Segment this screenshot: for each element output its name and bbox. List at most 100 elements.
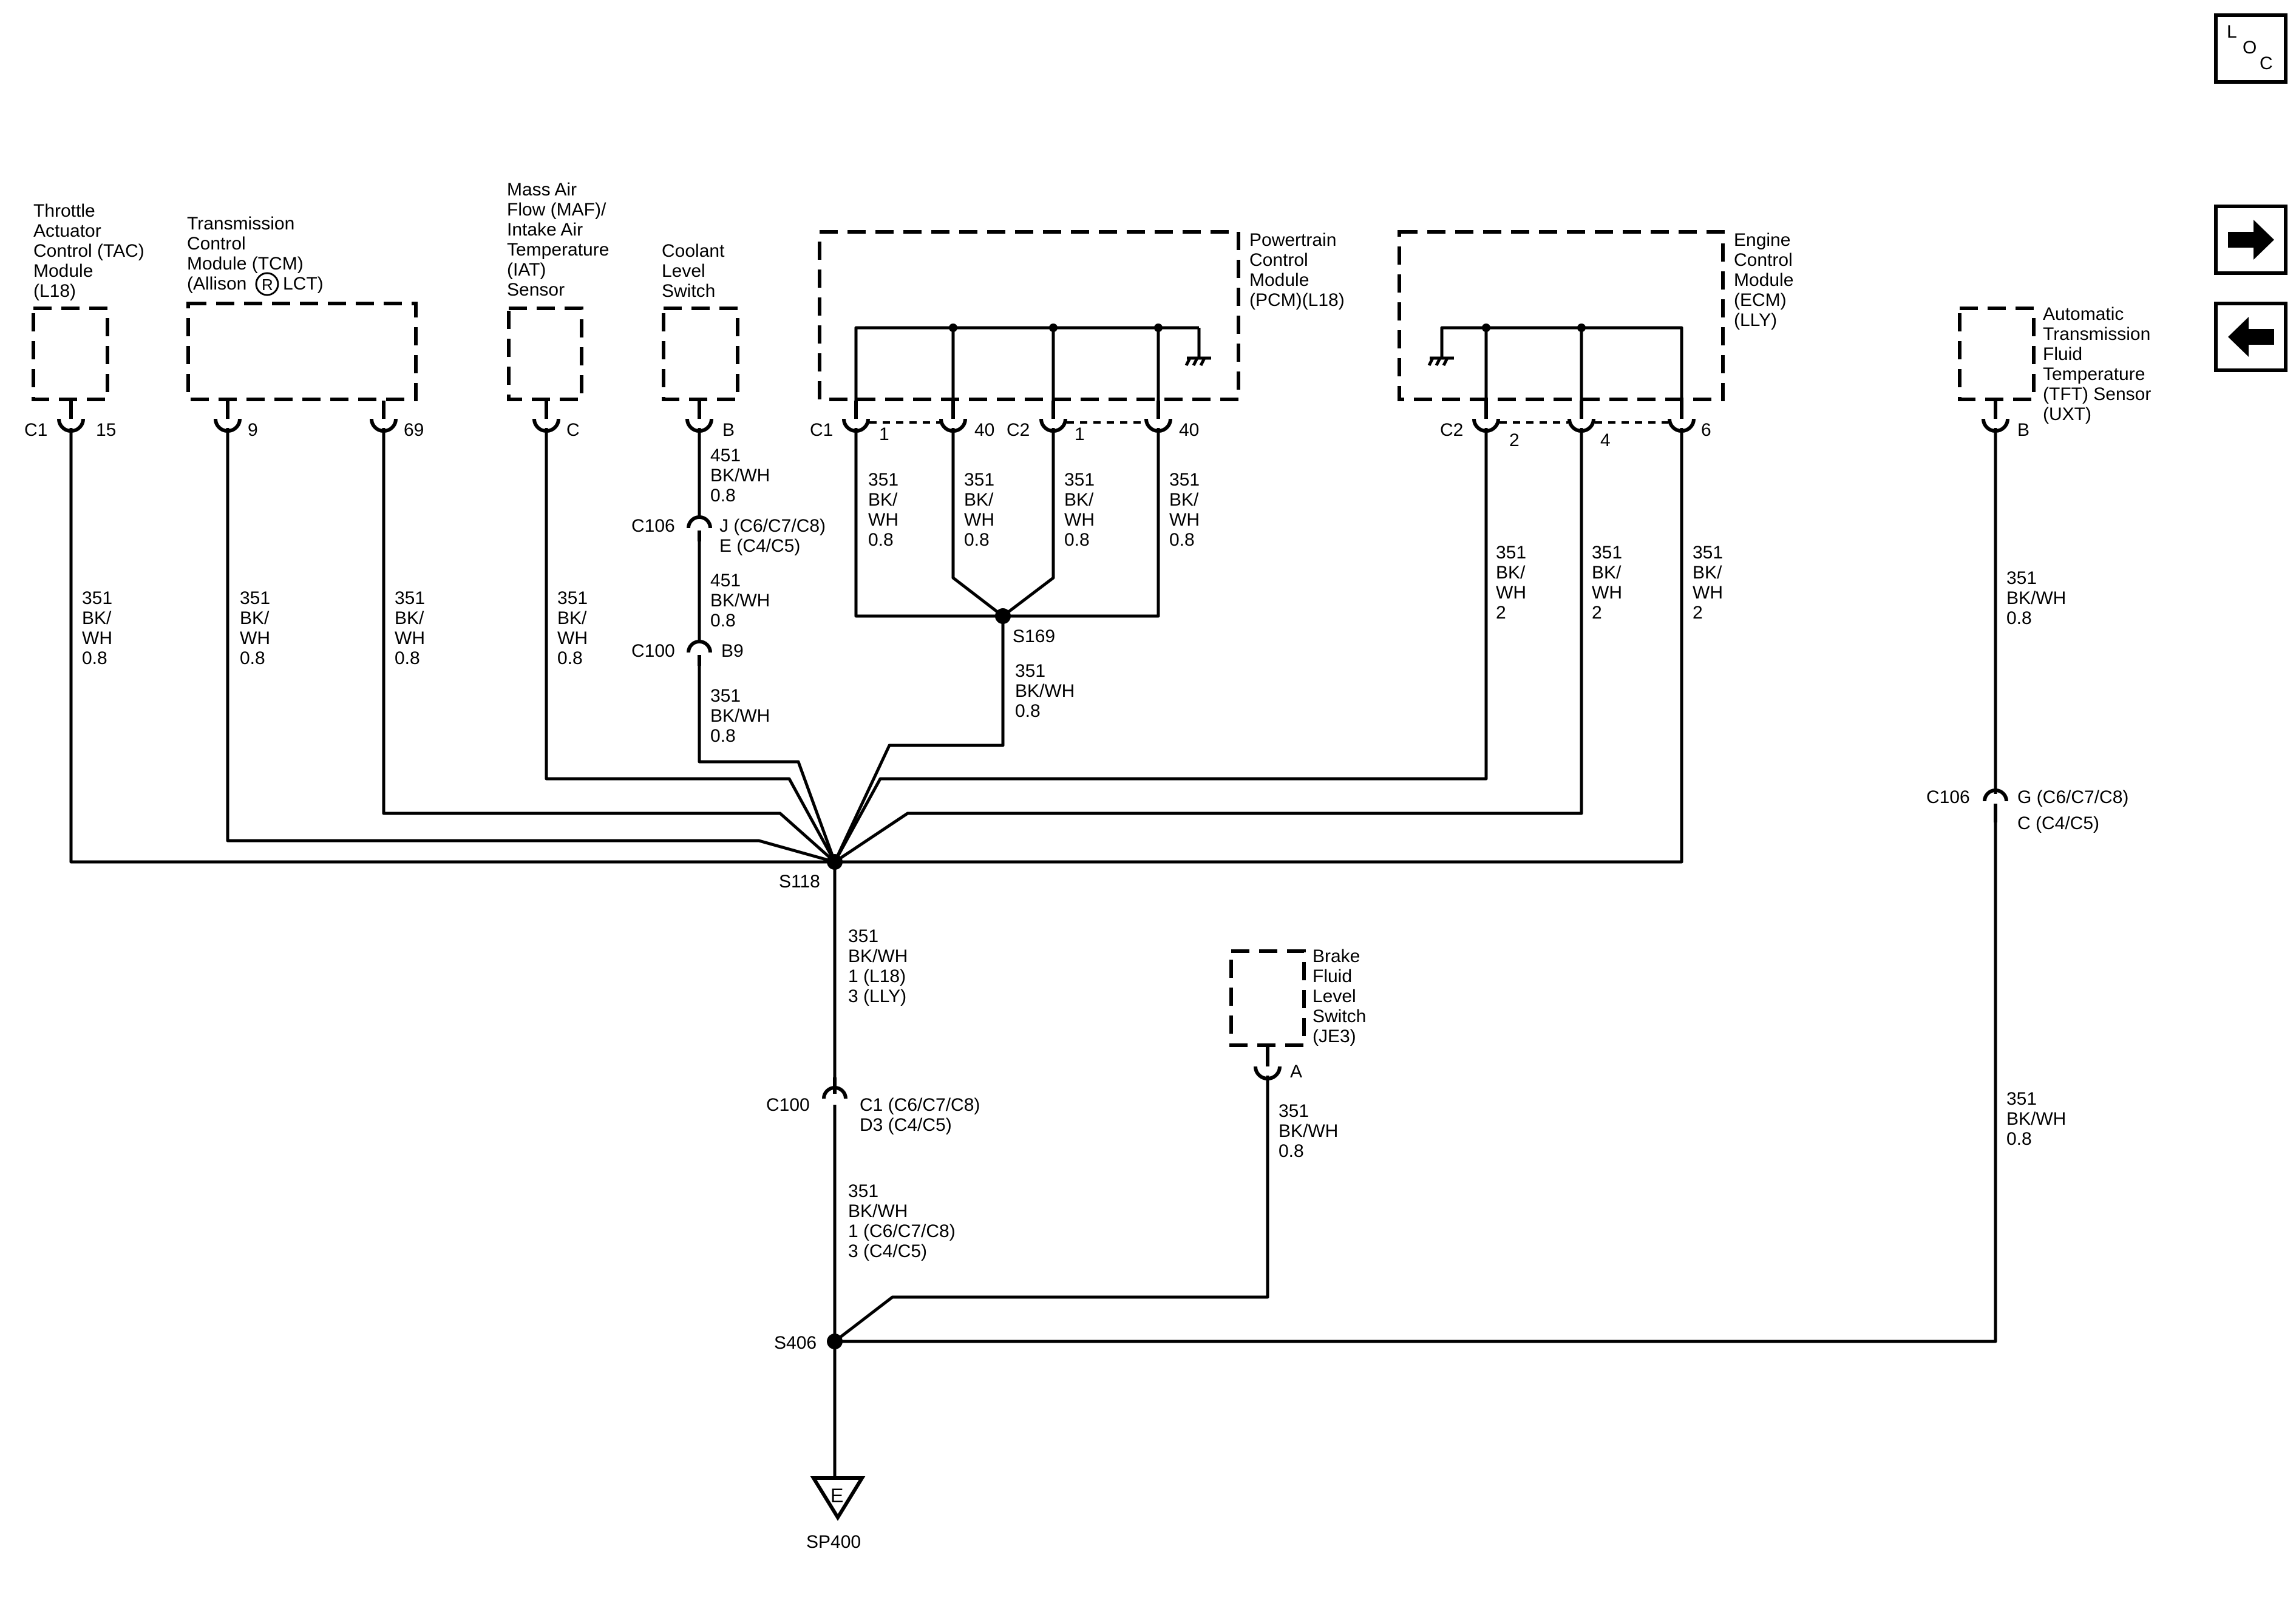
pcm-pin-c2-1-label: 1: [1075, 424, 1085, 444]
c100-left-pins: B9: [721, 641, 744, 661]
ecm-connector-c2-label: C2: [1440, 420, 1463, 440]
connector-pin-icon: [1982, 401, 2009, 433]
pcm-pin-40-label: 40: [974, 420, 994, 440]
loc-letter-c: C: [2260, 53, 2273, 73]
connector-pin-icon: [685, 401, 713, 433]
brake-switch-label: Brake Fluid Level Switch (JE3): [1313, 946, 1371, 1046]
pcm-module-label: Powertrain Control Module (PCM)(L18): [1249, 230, 1345, 310]
ecm-pin-6-label: 6: [1701, 420, 1711, 440]
brake-switch-box: [1229, 949, 1306, 1047]
pcm-c2-1-wire: [1002, 428, 1055, 617]
registered-mark-icon: R: [255, 272, 279, 296]
inline-connector-icon: [1983, 788, 2008, 822]
pcm-module-box: [818, 230, 1240, 401]
arrow-left-icon: [2228, 317, 2274, 357]
ground-point-label: SP400: [806, 1532, 861, 1552]
previous-page-button[interactable]: [2214, 302, 2288, 372]
arrow-right-icon: [2228, 220, 2274, 260]
c100-main-name: C100: [766, 1095, 810, 1115]
connector-pin-icon: [57, 401, 85, 433]
tcm-9-ground-wire: [226, 428, 835, 864]
tft-sensor-box: [1958, 307, 2036, 401]
ecm-internal-bus: [1440, 324, 1683, 419]
connector-pin-icon: [370, 401, 398, 433]
maf-sensor-box: [507, 307, 583, 401]
c106-right-pins: G (C6/C7/C8) C (C4/C5): [2017, 787, 2134, 833]
ecm-pin-4-wire: [834, 428, 1583, 864]
splice-s118-dot: [827, 854, 843, 870]
loc-button[interactable]: L O C: [2214, 13, 2288, 84]
ecm-pin-2-label: 2: [1509, 430, 1520, 450]
pcm-connector-c1-label: C1: [810, 420, 833, 440]
coolant-switch-label: Coolant Level Switch: [662, 241, 730, 301]
c100-main-pins: C1 (C6/C7/C8) D3 (C4/C5): [860, 1095, 985, 1135]
splice-s169-label: S169: [1013, 626, 1055, 646]
ecm-module-box: [1398, 230, 1725, 401]
pcm-pin-c2-40-label: 40: [1179, 420, 1199, 440]
maf-pin-label: C: [566, 420, 580, 440]
ground-point-icon: [810, 1476, 866, 1521]
tcm-pin-9-label: 9: [248, 420, 258, 440]
tcm-module-label: Transmission Control Module (TCM): [187, 214, 304, 274]
pcm-connector-c2-label: C2: [1007, 420, 1030, 440]
tac-pin-label: 15: [96, 420, 116, 440]
tft-wire-b: [835, 816, 1997, 1343]
maf-sensor-label: Mass Air Flow (MAF)/ Intake Air Temperat…: [507, 180, 614, 300]
splice-s406-label: S406: [774, 1333, 817, 1353]
tcm-pin-69-label: 69: [404, 420, 424, 440]
ground-point-letter: E: [830, 1485, 843, 1507]
c106-left-name: C106: [631, 516, 675, 536]
tac-module-box: [32, 307, 109, 401]
connector-pin-icon: [532, 401, 560, 433]
brake-pin-label: A: [1290, 1062, 1302, 1082]
splice-s169-dot: [995, 608, 1011, 624]
brake-ground-wire: [834, 1076, 1269, 1343]
pcm-pin-1-label: 1: [879, 424, 889, 444]
connector-pin-icon: [1668, 401, 1696, 433]
tac-connector-label: C1: [24, 420, 47, 440]
connector-pin-icon: [1039, 401, 1067, 433]
inline-connector-icon: [822, 1077, 847, 1099]
c106-left-pins: J (C6/C7/C8) E (C4/C5): [719, 516, 830, 556]
connector-pin-icon: [214, 401, 242, 433]
inline-connector-icon: [687, 640, 712, 666]
splice-s406-dot: [827, 1334, 843, 1349]
coolant-pin-label: B: [722, 420, 735, 440]
ecm-pin-2-wire: [833, 428, 1488, 863]
tft-pin-label: B: [2017, 420, 2029, 440]
connector-pin-icon: [1254, 1047, 1282, 1080]
ground-symbol-icon: [1427, 356, 1454, 367]
tac-ground-wire: [69, 428, 835, 864]
splice-s118-label: S118: [779, 872, 820, 892]
loc-letter-l: L: [2227, 22, 2237, 42]
tcm-module-label-line4b: LCT): [283, 274, 324, 294]
tcm-module-label-line4a: (Allison: [187, 274, 246, 294]
connector-pin-icon: [1472, 401, 1500, 433]
next-page-button[interactable]: [2214, 205, 2288, 275]
ecm-pin-4-label: 4: [1600, 430, 1611, 450]
inline-connector-icon: [687, 515, 712, 541]
c100-left-name: C100: [631, 641, 675, 661]
pcm-c1-40-wire: [951, 428, 1004, 617]
ecm-pin-6-wire: [835, 428, 1683, 864]
ecm-module-label: Engine Control Module (ECM) (LLY): [1734, 230, 1799, 330]
tcm-module-box: [186, 302, 418, 401]
